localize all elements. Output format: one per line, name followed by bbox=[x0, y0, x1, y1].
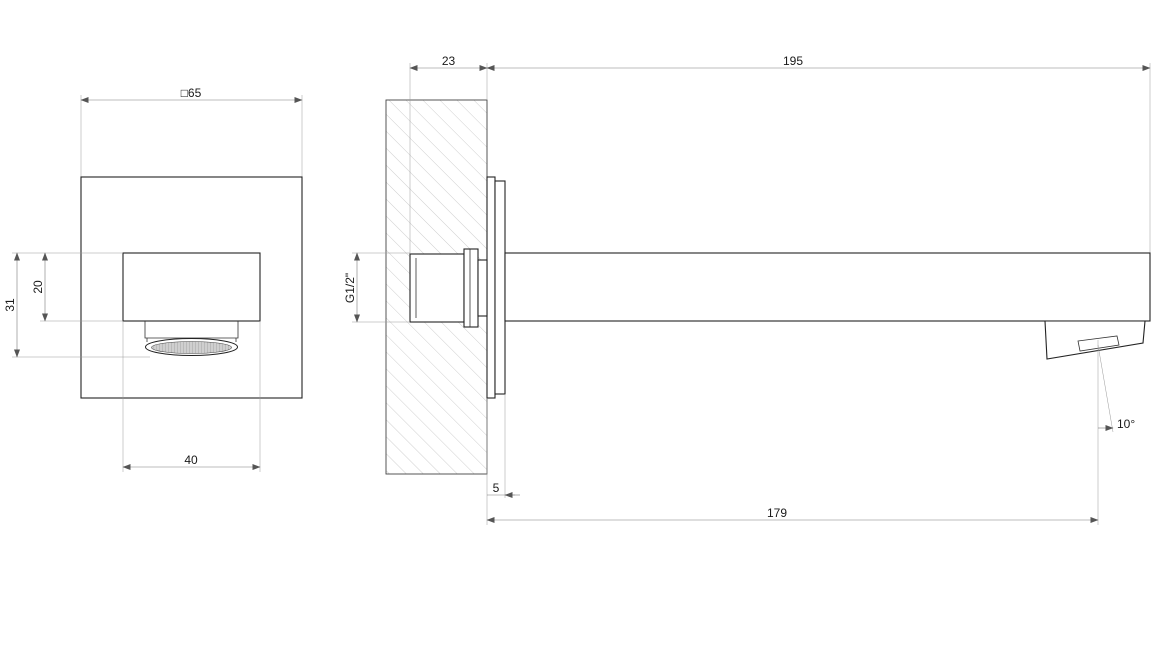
front-outlet-height-label: 20 bbox=[31, 280, 45, 294]
spout-body bbox=[504, 252, 1151, 322]
side-cover-plate-back bbox=[486, 176, 496, 399]
wall-depth-label: 23 bbox=[442, 54, 456, 68]
outlet-distance-label: 179 bbox=[767, 506, 787, 520]
front-aerator-mesh bbox=[151, 341, 232, 354]
plate-thickness-label: 5 bbox=[493, 481, 500, 495]
thread-connector-body bbox=[409, 253, 465, 323]
front-outlet-center-label: 31 bbox=[3, 298, 17, 312]
front-outlet-width-label: 40 bbox=[184, 453, 198, 467]
front-width-label: □65 bbox=[181, 86, 202, 100]
front-view: □65 40 20 31 bbox=[3, 86, 303, 472]
thread-connector-nut bbox=[463, 248, 479, 328]
thread-connector-neck bbox=[477, 259, 488, 317]
spout-outlet-head bbox=[1044, 320, 1146, 360]
angle-ext-line bbox=[1097, 344, 1114, 433]
side-cover-plate-front bbox=[494, 180, 506, 395]
spout-length-label: 195 bbox=[783, 54, 803, 68]
angle-label: 10° bbox=[1117, 417, 1135, 431]
spout-outlet-aerator bbox=[1077, 335, 1120, 352]
front-spout-face bbox=[122, 252, 261, 322]
thread-label: G1/2" bbox=[343, 273, 357, 303]
side-view: 23 195 G1/2" 5 179 10° bbox=[343, 54, 1151, 525]
front-outlet-collar-detail bbox=[146, 338, 237, 342]
